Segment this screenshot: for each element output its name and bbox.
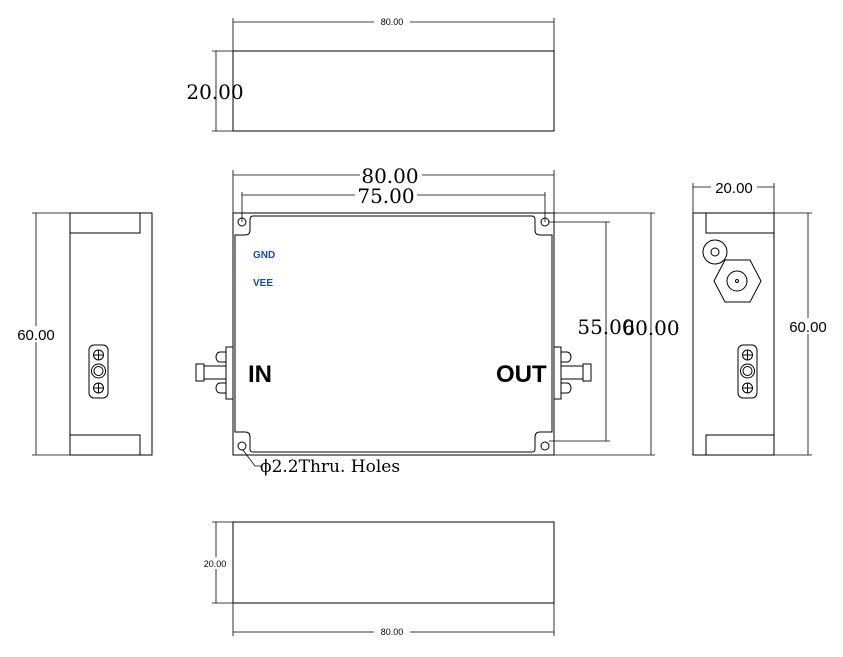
left-view: 60.00 (12, 212, 153, 456)
bottom-view-body (232, 521, 555, 604)
out-label: OUT (496, 361, 547, 388)
mounting-hole (237, 441, 247, 451)
connector-strip (737, 344, 758, 399)
lid-outline (234, 215, 553, 453)
top-view-body (232, 50, 555, 132)
mounting-hole (237, 217, 247, 227)
input-sma-connector (195, 346, 234, 400)
front-view-body (232, 212, 555, 456)
top-width-dim: 80.00 (381, 17, 404, 27)
gnd-label: GND (253, 250, 275, 261)
dc-feedthrough (702, 239, 728, 265)
hole-note: ϕ2.2Thru. Holes (260, 457, 400, 477)
left-view-body (69, 212, 153, 456)
top-view: 80.00 20.00 (186, 16, 555, 132)
bottom-view: 20.00 80.00 (200, 521, 555, 638)
hole-leader-line (242, 449, 262, 467)
front-view: 80.00 75.00 GND VEE IN OUT 55.00 (195, 164, 680, 477)
right-view: 20.00 60.00 (692, 179, 831, 456)
right-view-body (692, 212, 775, 456)
bottom-height-dim: 20.00 (204, 559, 227, 569)
hole-spacing-dim: 75.00 (357, 184, 414, 208)
output-sma-connector (553, 346, 592, 400)
in-label: IN (248, 361, 272, 388)
vee-label: VEE (253, 278, 273, 289)
right-height-dim: 60.00 (789, 319, 827, 336)
outer-width-dim: 80.00 (361, 164, 418, 188)
right-width-dim: 20.00 (715, 180, 753, 197)
left-height-dim: 60.00 (17, 327, 55, 344)
connector-strip (88, 344, 109, 399)
hex-connector (713, 259, 762, 303)
mounting-hole (540, 441, 550, 451)
top-height-dim: 20.00 (186, 80, 243, 104)
hole-vertical-dim: 55.00 (577, 315, 634, 339)
bottom-width-dim: 80.00 (381, 627, 404, 637)
height-dim: 60.00 (622, 316, 679, 340)
